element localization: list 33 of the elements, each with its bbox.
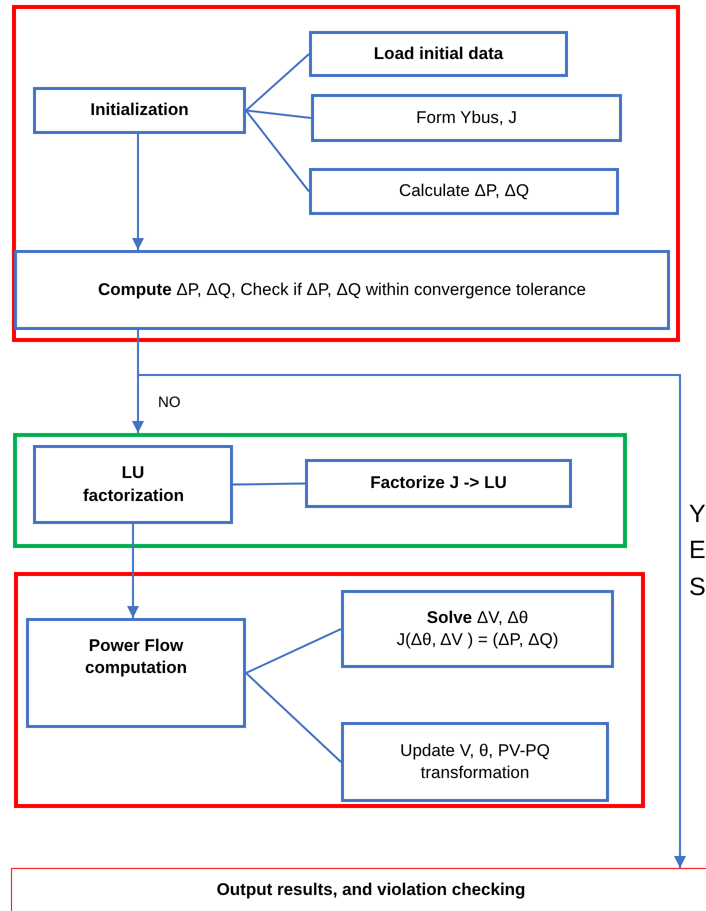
arrow [132,134,144,250]
box-text: Solve ΔV, Δθ [426,606,528,629]
box-text: Factorize J -> LU [370,472,507,494]
arrow [127,524,139,618]
box-text: Calculate ΔP, ΔQ [398,180,530,202]
box-text: Output results, and violation checking [216,879,526,901]
process-box [305,459,572,508]
group-frame [14,572,645,808]
process-box [341,590,614,668]
box-text: Power Flow computation [84,635,188,680]
process-box [33,445,233,524]
process-box [26,618,246,728]
process-box [309,31,568,77]
box-text: J(Δθ, ΔV ) = (ΔP, ΔQ) [396,629,558,651]
connector-line [245,110,310,192]
box-text: LU factorization [83,462,183,506]
process-box [309,168,619,215]
process-box [311,94,622,142]
box-text: Initialization [90,99,189,122]
group-frame [13,433,627,548]
box-text: Compute ΔP, ΔQ, Check if ΔP, ΔQ within convergence tolerance [98,278,586,301]
box-text: Update V, θ, PV-PQ transformation [399,740,551,784]
process-box [14,250,670,330]
connector-line [245,672,342,763]
connector-line [246,110,312,119]
group-frame [12,5,680,342]
box-text: Form Ybus, J [416,106,517,129]
process-box [341,722,609,802]
process-box [33,87,246,134]
connector-line [246,628,342,674]
connector-line [245,53,310,112]
box-text: Load initial data [374,42,504,65]
connector-line [232,482,306,486]
